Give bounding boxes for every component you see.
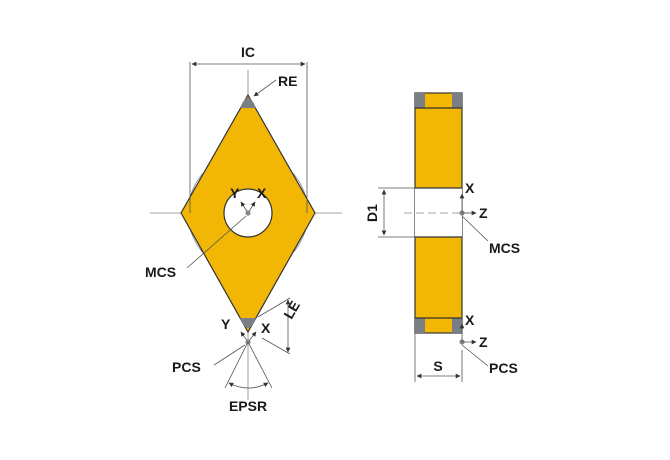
ic-label: IC	[241, 44, 255, 60]
mcs-x-label: X	[257, 185, 267, 201]
side-pcs-label: PCS	[489, 360, 518, 376]
d1-label: D1	[364, 204, 380, 222]
mcs-label: MCS	[145, 264, 176, 280]
side-mcs-z-label: Z	[479, 205, 488, 221]
bottom-corner-tip	[240, 318, 256, 328]
s-label: S	[433, 358, 442, 374]
side-bottom-right-tip	[452, 318, 462, 333]
side-mcs-leader	[461, 215, 489, 242]
pcs-y-label: Y	[221, 316, 231, 332]
side-view: D1 X Z MCS X Z PCS S	[364, 92, 520, 382]
front-view: IC RE Y X MCS LE Y X PCS EPSR	[145, 44, 342, 414]
top-corner-tip	[240, 98, 256, 108]
mcs-origin-point	[245, 210, 251, 216]
side-hole-band	[415, 188, 462, 237]
side-mcs-label: MCS	[489, 240, 520, 256]
pcs-x-label: X	[261, 320, 271, 336]
le-extension-2	[261, 337, 291, 355]
epsr-leg-left	[224, 341, 249, 389]
side-pcs-z-label: Z	[479, 334, 488, 350]
epsr-label: EPSR	[229, 398, 267, 414]
epsr-leg-right	[247, 341, 273, 389]
side-pcs-x-label: X	[465, 312, 475, 328]
mcs-y-label: Y	[230, 185, 240, 201]
re-leader	[253, 79, 277, 97]
side-bottom-left-tip	[415, 318, 425, 333]
pcs-leader	[213, 344, 246, 366]
side-mcs-x-label: X	[465, 180, 475, 196]
re-label: RE	[278, 73, 297, 89]
le-label: LE	[280, 298, 303, 321]
side-pcs-leader	[461, 344, 489, 367]
le-extension-1	[257, 297, 291, 318]
mcs-leader	[186, 215, 247, 269]
side-top-right-tip	[452, 93, 462, 108]
epsr-arc	[228, 382, 269, 389]
side-top-left-tip	[415, 93, 425, 108]
pcs-label: PCS	[172, 359, 201, 375]
